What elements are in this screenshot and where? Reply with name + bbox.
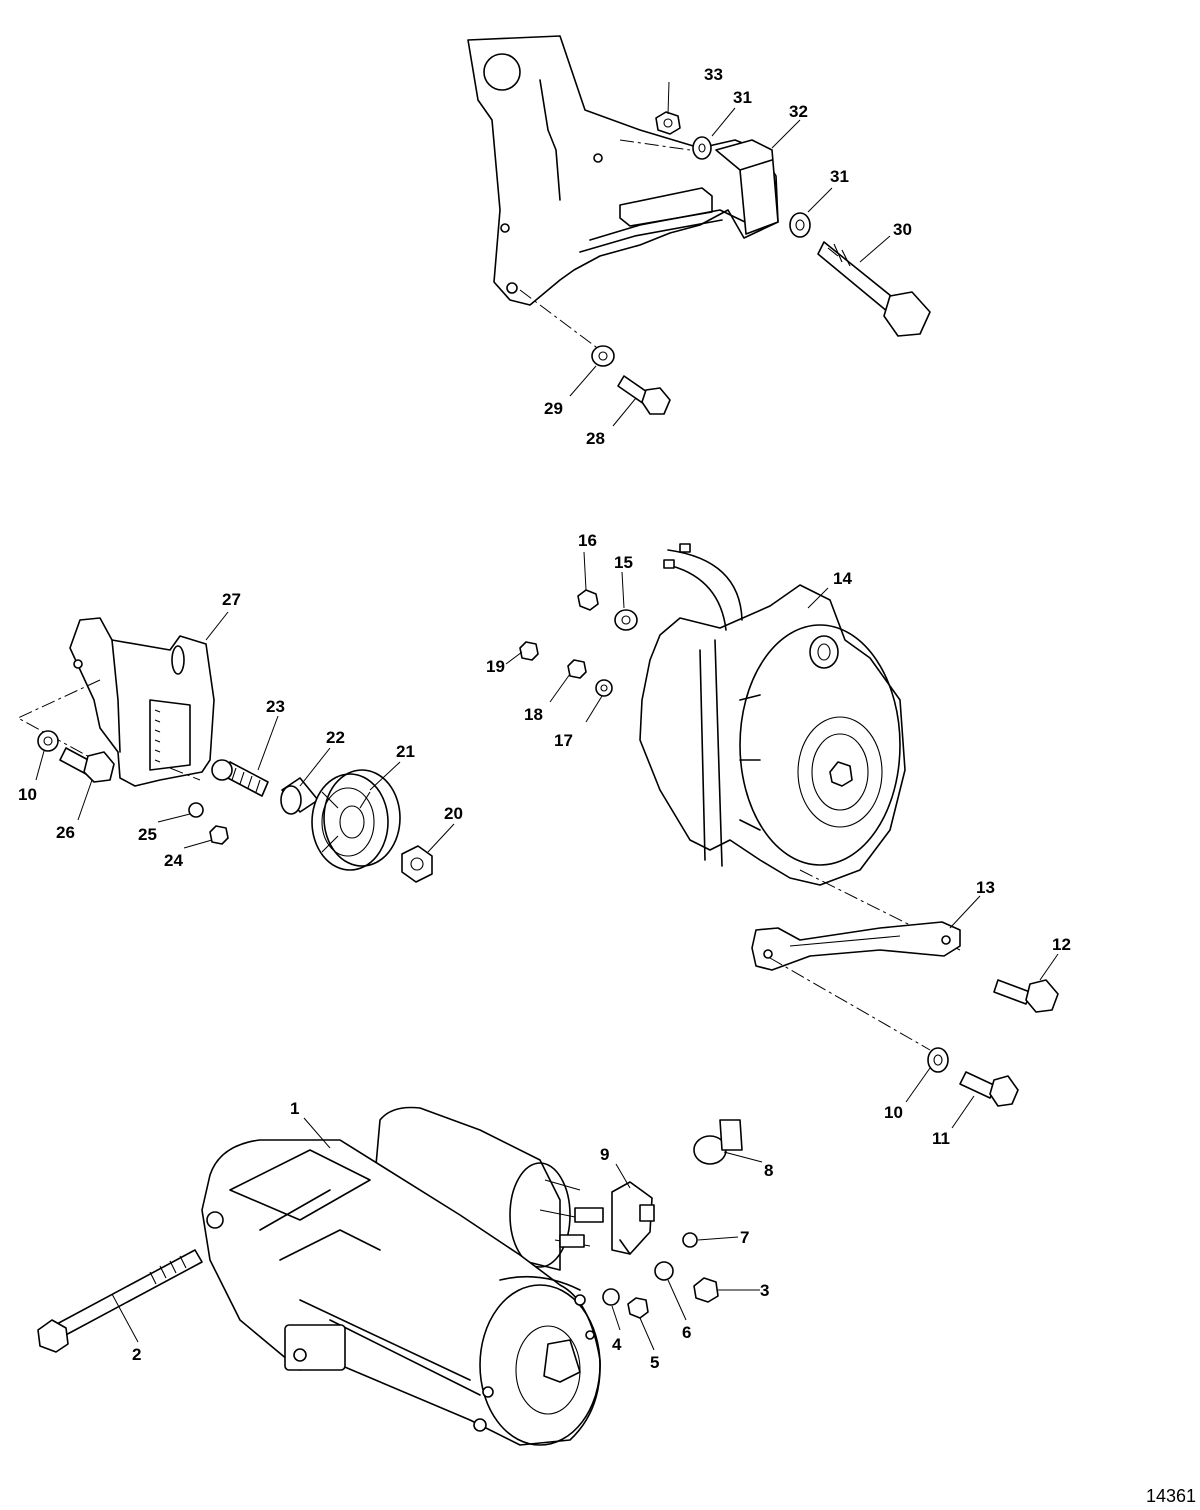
- idler-pulley-assembly: [16, 617, 433, 883]
- washer-6: [654, 1261, 674, 1281]
- callout-3: 3: [760, 1281, 769, 1300]
- bracket-hole: [483, 53, 521, 91]
- callout-labels: 33 31 32 31 30 29 28 16 15 14 19 18 17 2…: [18, 65, 1071, 1372]
- spacer-22: [280, 777, 319, 815]
- washer-15: [614, 609, 638, 631]
- nut-16: [577, 589, 599, 611]
- callout-10: 10: [18, 785, 37, 804]
- bracket-hole-small: [593, 153, 603, 163]
- nut-3: [693, 1277, 719, 1303]
- callout-8: 8: [764, 1161, 773, 1180]
- callout-26: 26: [56, 823, 75, 842]
- lockwasher-18: [567, 659, 587, 679]
- washer-31: [692, 136, 712, 160]
- alternator-pulley: [797, 716, 883, 828]
- alternator-assembly: [519, 543, 1059, 1107]
- callout-15: 15: [614, 553, 633, 572]
- callout-1: 1: [290, 1099, 299, 1118]
- callout-29: 29: [544, 399, 563, 418]
- callout-16: 16: [578, 531, 597, 550]
- alternator-brace-13: [751, 921, 961, 971]
- callout-32: 32: [789, 102, 808, 121]
- upper-mounting-bracket: [467, 35, 779, 306]
- callout-27: 27: [222, 590, 241, 609]
- callout-17: 17: [554, 731, 573, 750]
- nut-5: [627, 1297, 649, 1319]
- leader-lines: [35, 81, 1059, 1351]
- washer-10: [37, 730, 59, 752]
- bracket-fold: [539, 79, 561, 201]
- bolt-11: [959, 1071, 1019, 1107]
- callout-4: 4: [612, 1335, 622, 1354]
- callout-6: 6: [682, 1323, 691, 1342]
- callout-10: 10: [884, 1103, 903, 1122]
- bracket-edge: [589, 209, 746, 241]
- bracket-hole-small: [506, 282, 518, 294]
- lockwasher-4: [602, 1288, 620, 1306]
- callout-25: 25: [138, 825, 157, 844]
- through-bolt-2: [37, 1249, 203, 1353]
- alternator-wires: [667, 549, 743, 631]
- washer-10: [927, 1047, 949, 1073]
- washer-31: [789, 212, 811, 238]
- bracket-hole-small: [500, 223, 510, 233]
- starter-mount-foot: [284, 1324, 346, 1371]
- callout-12: 12: [1052, 935, 1071, 954]
- callout-33: 33: [704, 65, 723, 84]
- bolt-12: [993, 979, 1059, 1013]
- nut-19: [519, 641, 539, 661]
- callout-24: 24: [164, 851, 183, 870]
- callout-30: 30: [893, 220, 912, 239]
- washer-17: [595, 679, 613, 697]
- callout-31: 31: [733, 88, 752, 107]
- bracket-edge-2: [579, 219, 723, 253]
- bolt-30: [817, 241, 931, 337]
- callout-11: 11: [932, 1129, 950, 1148]
- callout-18: 18: [524, 705, 543, 724]
- mounting-bracket-assembly: [467, 35, 931, 415]
- washer-29: [591, 345, 615, 367]
- callout-19: 19: [486, 657, 505, 676]
- alternator-14: [639, 584, 906, 886]
- boot-8: [693, 1119, 743, 1165]
- callout-28: 28: [586, 429, 605, 448]
- figure-number: 14361: [1146, 1486, 1196, 1506]
- bolt-26: [59, 747, 115, 783]
- callout-2: 2: [132, 1345, 141, 1364]
- lockwasher-7: [682, 1232, 698, 1248]
- starter-end-housing: [479, 1284, 601, 1446]
- callout-23: 23: [266, 697, 285, 716]
- callout-7: 7: [740, 1228, 749, 1247]
- wire-clip-9: [611, 1181, 655, 1255]
- starter-motor-assembly: [37, 1106, 743, 1446]
- stud-23: [211, 759, 269, 797]
- callout-14: 14: [833, 569, 852, 588]
- nut-24: [209, 825, 229, 845]
- callout-9: 9: [600, 1145, 609, 1164]
- starter-wire: [499, 1275, 581, 1291]
- idler-pulley-21: [311, 769, 401, 871]
- callout-21: 21: [396, 742, 415, 761]
- nut-20: [401, 845, 433, 883]
- callout-31: 31: [830, 167, 849, 186]
- callout-20: 20: [444, 804, 463, 823]
- washer-25: [188, 802, 204, 818]
- nut-33: [655, 111, 681, 135]
- callout-5: 5: [650, 1353, 659, 1372]
- drive-pinion: [543, 1339, 581, 1383]
- bolt-28: [617, 375, 671, 415]
- callout-13: 13: [976, 878, 995, 897]
- callout-22: 22: [326, 728, 345, 747]
- mount-ear: [809, 635, 839, 669]
